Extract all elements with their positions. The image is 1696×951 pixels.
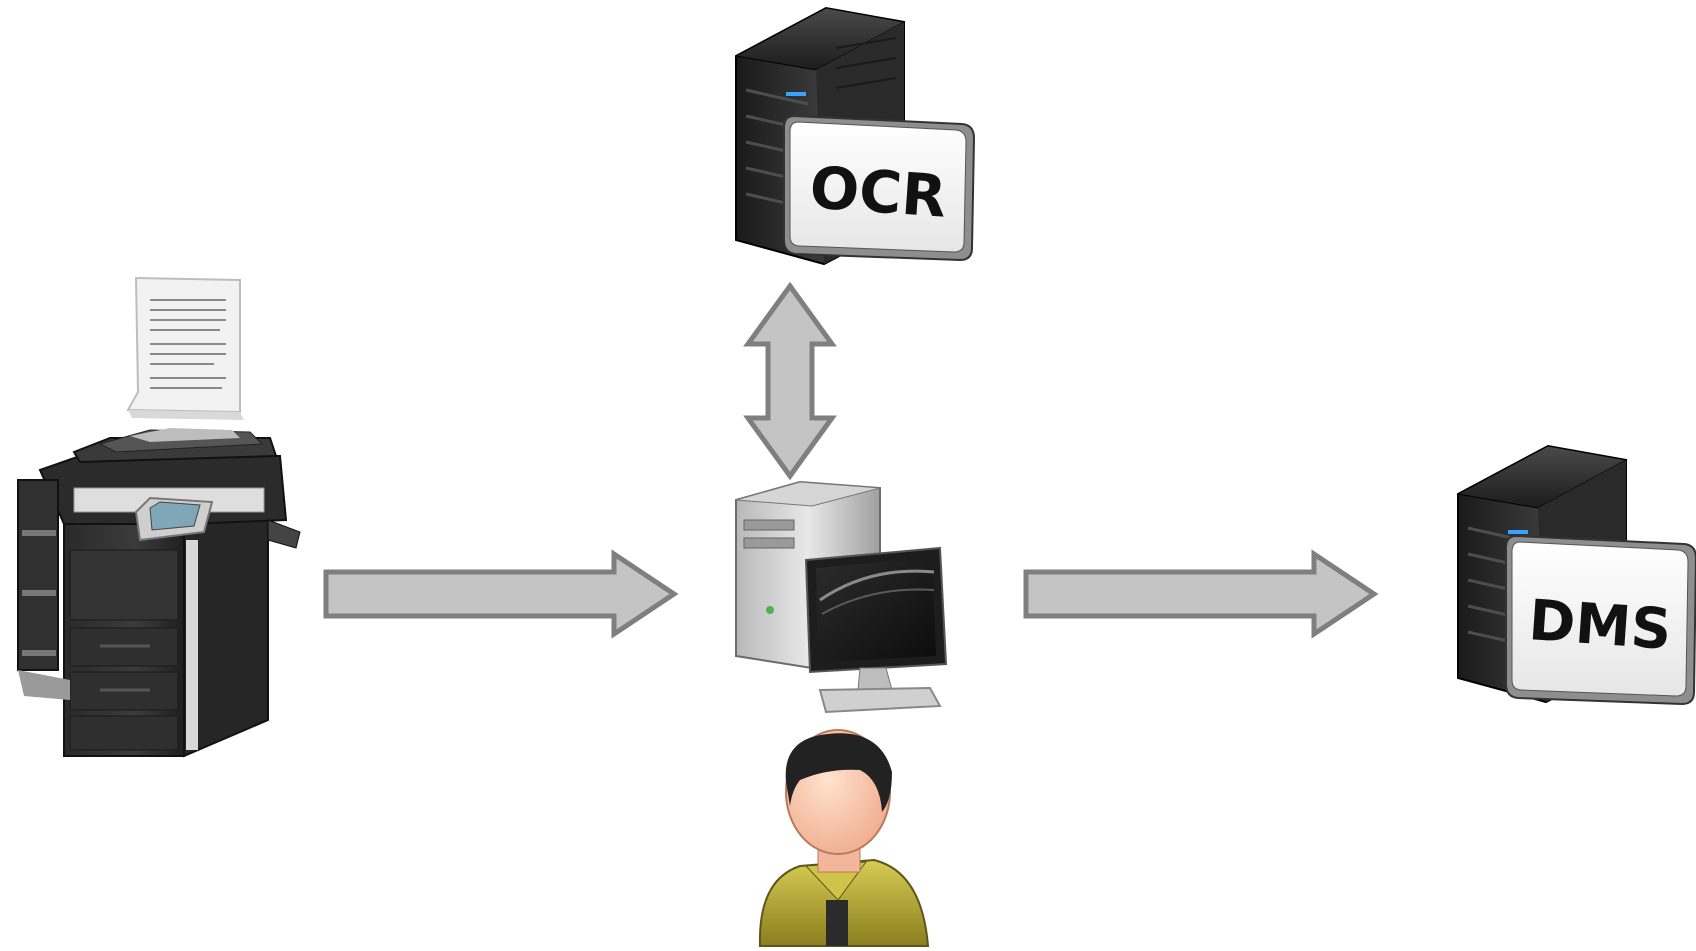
user-icon (758, 729, 930, 947)
multifunction-printer (17, 276, 301, 758)
arrow-workstation-to-ocr (743, 281, 837, 481)
user (758, 729, 930, 947)
dms-server: DMS (1456, 444, 1696, 706)
printer-scanner-icon (17, 276, 301, 758)
arrow-printer-to-workstation (323, 549, 679, 639)
server-label-plate: DMS (1505, 534, 1696, 706)
paper-document-icon (126, 276, 244, 420)
ocr-server: OCR (734, 6, 976, 266)
server-label-plate: OCR (783, 114, 976, 262)
workstation (735, 480, 948, 714)
dms-server-label: DMS (1527, 588, 1674, 663)
ocr-server-label: OCR (808, 153, 949, 230)
arrow-workstation-to-dms (1023, 549, 1379, 639)
desktop-computer-icon (735, 480, 948, 714)
